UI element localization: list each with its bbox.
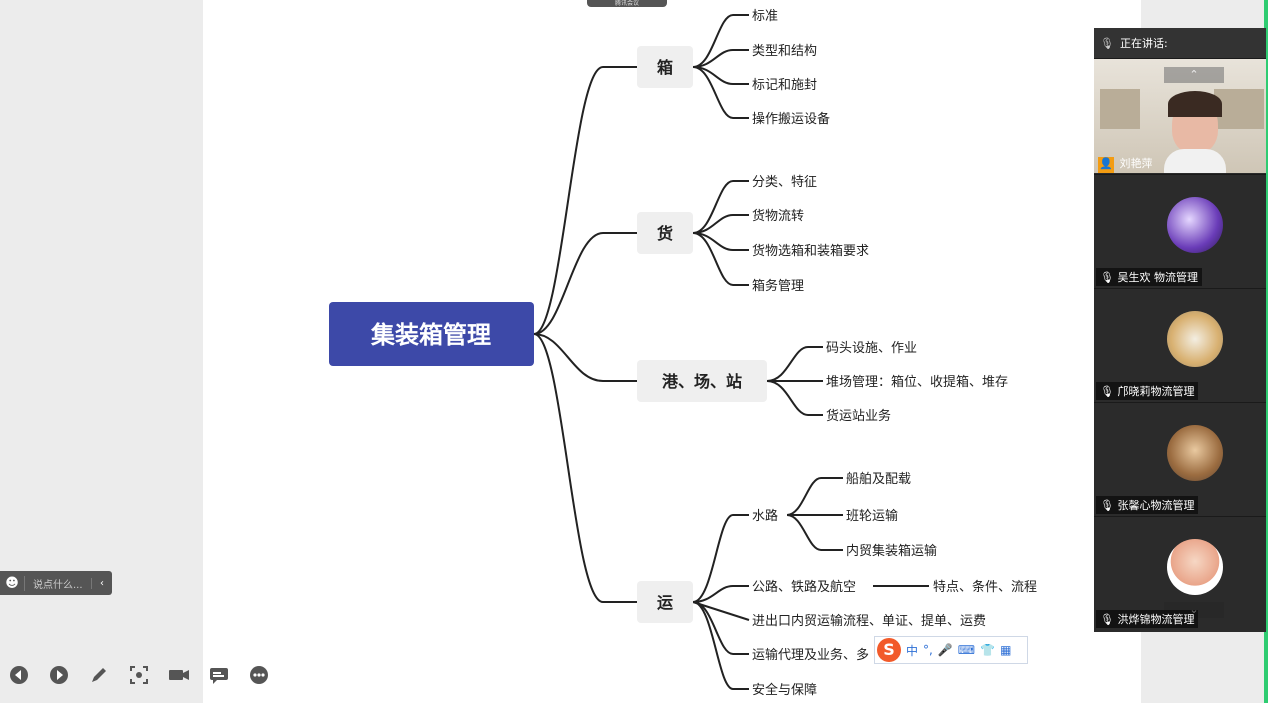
topic-label: 箱务管理 xyxy=(752,278,804,294)
topic-label: 公路、铁路及航空 xyxy=(752,579,856,595)
participants-panel: 🎙 正在讲话: ⌃ 👤 刘艳萍 🎙 吴生欢 物流管理 🎙 邝晓莉物流管理 🎙 张… xyxy=(1094,28,1266,632)
participant-namebar: 🎙 洪烨锦物流管理 xyxy=(1096,610,1199,628)
camera-icon[interactable] xyxy=(168,664,190,686)
topic-label: 类型和结构 xyxy=(752,44,817,59)
person-hair xyxy=(1168,91,1222,117)
left-panel xyxy=(0,0,203,703)
chevron-left-icon[interactable]: ‹ xyxy=(91,577,112,589)
avatar xyxy=(1167,539,1223,595)
topic-label: 进出口内贸运输流程、单证、提单、运费 xyxy=(752,613,986,629)
participant-tile[interactable]: 🎙 张馨心物流管理 xyxy=(1094,402,1266,516)
host-icon: 👤 xyxy=(1098,157,1114,173)
toolbox-icon[interactable]: ▦ xyxy=(1000,643,1012,657)
scroll-up-button[interactable]: ⌃ xyxy=(1164,67,1224,83)
branch-label: 货 xyxy=(657,224,673,243)
branch-label: 箱 xyxy=(657,58,673,77)
skin-icon[interactable]: 👕 xyxy=(980,643,996,657)
topic-label: 标准 xyxy=(752,9,778,24)
branch-label: 港、场、站 xyxy=(662,372,742,391)
branch-label: 运 xyxy=(657,593,673,612)
branch-node-transport xyxy=(637,581,693,623)
topic-label: 运输代理及业务、多 xyxy=(752,647,869,663)
avatar xyxy=(1167,197,1223,253)
keyboard-icon[interactable]: ⌨ xyxy=(957,643,976,657)
participant-name: 洪烨锦物流管理 xyxy=(1117,613,1195,626)
participant-namebar: 🎙 吴生欢 物流管理 xyxy=(1096,268,1202,286)
speaking-label: 正在讲话: xyxy=(1120,37,1168,50)
topic-label: 堆场管理：箱位、收提箱、堆存 xyxy=(826,374,1008,390)
smile-icon[interactable]: ☻ xyxy=(5,575,19,591)
participant-namebar: 🎙 张馨心物流管理 xyxy=(1096,496,1199,514)
root-node xyxy=(329,302,534,366)
branch-node-box xyxy=(637,46,693,88)
topic-label: 货物选箱和装箱要求 xyxy=(752,243,869,259)
participant-name: 邝晓莉物流管理 xyxy=(1117,385,1195,398)
mindmap-connectors xyxy=(533,14,929,690)
participant-tile[interactable]: ⌃ 👤 刘艳萍 xyxy=(1094,58,1266,174)
topic-label: 标记和施封 xyxy=(752,78,817,93)
participant-tile[interactable]: 🎙 邝晓莉物流管理 xyxy=(1094,288,1266,402)
screenshot-icon[interactable] xyxy=(128,664,150,686)
person-shirt xyxy=(1164,149,1226,173)
participant-namebar: 🎙 邝晓莉物流管理 xyxy=(1096,382,1199,400)
ime-toolbar[interactable]: S 中 °, 🎤 ⌨ 👕 ▦ xyxy=(874,636,1028,664)
participant-tile[interactable]: ⌄ 🎙 洪烨锦物流管理 xyxy=(1094,516,1266,630)
prev-icon[interactable] xyxy=(8,664,30,686)
ime-mode[interactable]: 中 xyxy=(906,643,919,658)
topic-label: 货运站业务 xyxy=(826,408,891,424)
participant-tile[interactable]: 🎙 吴生欢 物流管理 xyxy=(1094,174,1266,288)
topic-label: 水路 xyxy=(752,508,778,524)
topic-label: 安全与保障 xyxy=(752,682,817,698)
topic-label: 内贸集装箱运输 xyxy=(846,543,937,559)
avatar xyxy=(1167,425,1223,481)
avatar xyxy=(1167,311,1223,367)
topic-label: 分类、特征 xyxy=(752,175,817,190)
speaking-bar: 🎙 正在讲话: xyxy=(1094,28,1266,58)
bottom-toolbar xyxy=(8,664,270,686)
mic-icon: 🎙 xyxy=(1100,36,1114,50)
participant-name: 刘艳萍 xyxy=(1119,157,1153,170)
meeting-badge[interactable]: 腾讯会议 xyxy=(587,0,667,7)
branch-node-port xyxy=(637,360,767,402)
topic-label: 班轮运输 xyxy=(846,508,898,524)
topic-label: 货物流转 xyxy=(752,208,804,224)
topic-label: 船舶及配载 xyxy=(846,471,911,487)
mindmap: 集装箱管理 箱 货 港、场、站 运 标准 类型和结构 标记和施封 操作搬运设备 … xyxy=(329,9,1037,698)
ime-punct[interactable]: °, xyxy=(923,643,933,657)
topic-label: 特点、条件、流程 xyxy=(933,579,1037,595)
subtitle-icon[interactable] xyxy=(208,664,230,686)
share-border xyxy=(1264,0,1268,703)
topic-label: 操作搬运设备 xyxy=(752,111,830,127)
participant-namebar: 👤 刘艳萍 xyxy=(1094,154,1157,174)
pen-icon[interactable] xyxy=(88,664,110,686)
mic-icon[interactable]: 🎤 xyxy=(937,643,953,657)
chat-input-bar[interactable]: ☻ 说点什么... ‹ xyxy=(0,571,112,595)
root-label: 集装箱管理 xyxy=(370,321,491,349)
shared-screen-slide: 集装箱管理 箱 货 港、场、站 运 标准 类型和结构 标记和施封 操作搬运设备 … xyxy=(203,0,1141,703)
sogou-logo[interactable]: S xyxy=(877,638,901,662)
participant-name: 吴生欢 物流管理 xyxy=(1117,271,1198,284)
participant-name: 张馨心物流管理 xyxy=(1117,499,1195,512)
more-icon[interactable] xyxy=(248,664,270,686)
branch-node-goods xyxy=(637,212,693,254)
next-icon[interactable] xyxy=(48,664,70,686)
chat-placeholder[interactable]: 说点什么... xyxy=(24,575,91,591)
topic-label: 码头设施、作业 xyxy=(826,341,917,356)
